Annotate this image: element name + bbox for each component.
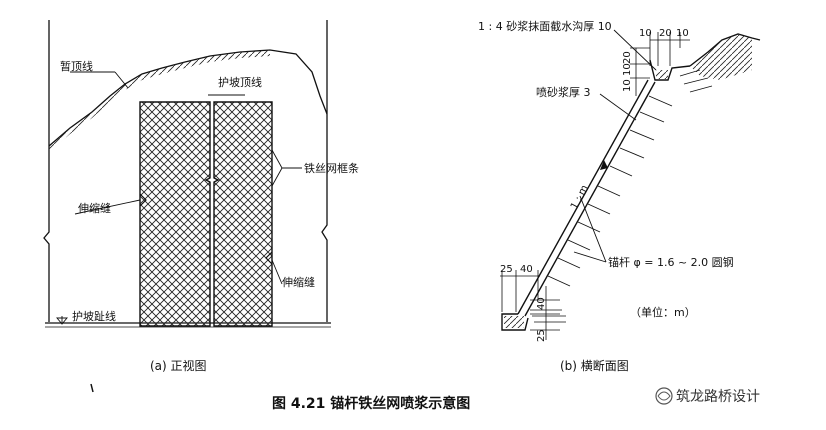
watermark: 筑龙路桥设计 (655, 387, 760, 405)
toe-marker-icon (56, 317, 68, 325)
front-right-border (321, 20, 328, 322)
dim-top-20: 20 (659, 28, 672, 39)
slope-bend-marker (600, 160, 608, 170)
front-view: 暂顶线 护坡顶线 铁丝网框条 伸缩缝 伸缩缝 护坡趾线 (a) 正视图 (43, 20, 359, 373)
expansion-joint-right (265, 251, 273, 265)
label-joint-left: 伸缩缝 (78, 201, 111, 215)
mesh-panel-right (213, 101, 273, 327)
leader-anchor-2 (573, 251, 607, 263)
terrain-hatch (49, 50, 270, 152)
watermark-logo-swirl (657, 391, 671, 401)
anchor-bar (609, 165, 633, 177)
front-left-border (43, 20, 50, 322)
dim-v-20: 20 (622, 51, 633, 64)
watermark-text: 筑龙路桥设计 (676, 389, 760, 405)
dim-top (630, 32, 690, 96)
expansion-joint-left (139, 193, 147, 207)
caption-front-view: (a) 正视图 (150, 358, 207, 373)
slope-face-outer (517, 79, 649, 315)
leader-joint-right (271, 259, 283, 285)
label-temp-top: 暂顶线 (60, 59, 93, 73)
leader-joint-left (74, 199, 141, 215)
bottom-ditch-fill (504, 316, 524, 328)
label-shotcrete: 喷砂浆厚 3 (536, 85, 591, 99)
anchor-bar (648, 95, 673, 107)
anchor-bar (597, 185, 621, 197)
dim-top-10a: 10 (639, 28, 652, 39)
label-mesh-frame: 铁丝网框条 (304, 161, 359, 175)
slope-face-inner (524, 81, 656, 317)
dim-bot-25: 25 (500, 264, 513, 275)
caption-cross-section: (b) 横断面图 (560, 358, 629, 373)
dim-bot-v25: 25 (536, 329, 547, 342)
label-unit: （单位：m） (630, 305, 696, 319)
bottom-ditch (501, 313, 529, 331)
natural-ground-hatch (690, 34, 752, 80)
anchor-bar (577, 221, 601, 233)
label-anchor: 锚杆 φ = 1.6 ~ 2.0 圆钢 (608, 255, 734, 269)
dim-top-10b: 10 (676, 28, 689, 39)
anchor-bars (547, 95, 673, 287)
cross-section: 1 : m 10 20 10 20 10 10 (478, 19, 761, 373)
dim-v-10a: 10 (622, 63, 633, 76)
anchor-bar (557, 257, 581, 269)
label-mortar: 1 : 4 砂浆抹面截水沟厚 10 (478, 19, 612, 33)
dim-bottom (500, 270, 560, 340)
anchor-bar (567, 239, 591, 251)
top-ditch (649, 59, 691, 81)
anchor-bar (619, 147, 645, 159)
dim-v-10b: 10 (622, 79, 633, 92)
label-joint-right: 伸缩缝 (282, 275, 315, 289)
figure-caption: 图 4.21 锚杆铁丝网喷浆示意图 (272, 395, 470, 412)
mesh-panel-left (139, 101, 211, 327)
dim-bot-40: 40 (520, 264, 533, 275)
anchor-bar (639, 111, 665, 123)
leader-anchor-1 (579, 195, 607, 263)
anchor-bar (587, 203, 611, 215)
anchor-bar (629, 129, 655, 141)
leader-mesh-frame-2 (271, 149, 283, 169)
anchor-bar (547, 275, 571, 287)
label-slope-ratio: 1 : m (569, 183, 591, 211)
leader-shotcrete (599, 93, 637, 121)
label-slope-top: 护坡顶线 (218, 75, 262, 89)
dim-bot-v40: 40 (536, 297, 547, 310)
label-slope-toe: 护坡趾线 (72, 309, 116, 323)
leader-mortar (613, 29, 657, 71)
bottom-ground-lines (530, 309, 566, 323)
ground-hatch-lines (679, 69, 713, 93)
leader-mesh-frame-3 (271, 167, 283, 187)
stray-mark (90, 383, 94, 393)
top-ditch-fill (656, 70, 668, 79)
leader-temp-top-2 (114, 71, 129, 89)
watermark-logo-icon (655, 387, 673, 405)
